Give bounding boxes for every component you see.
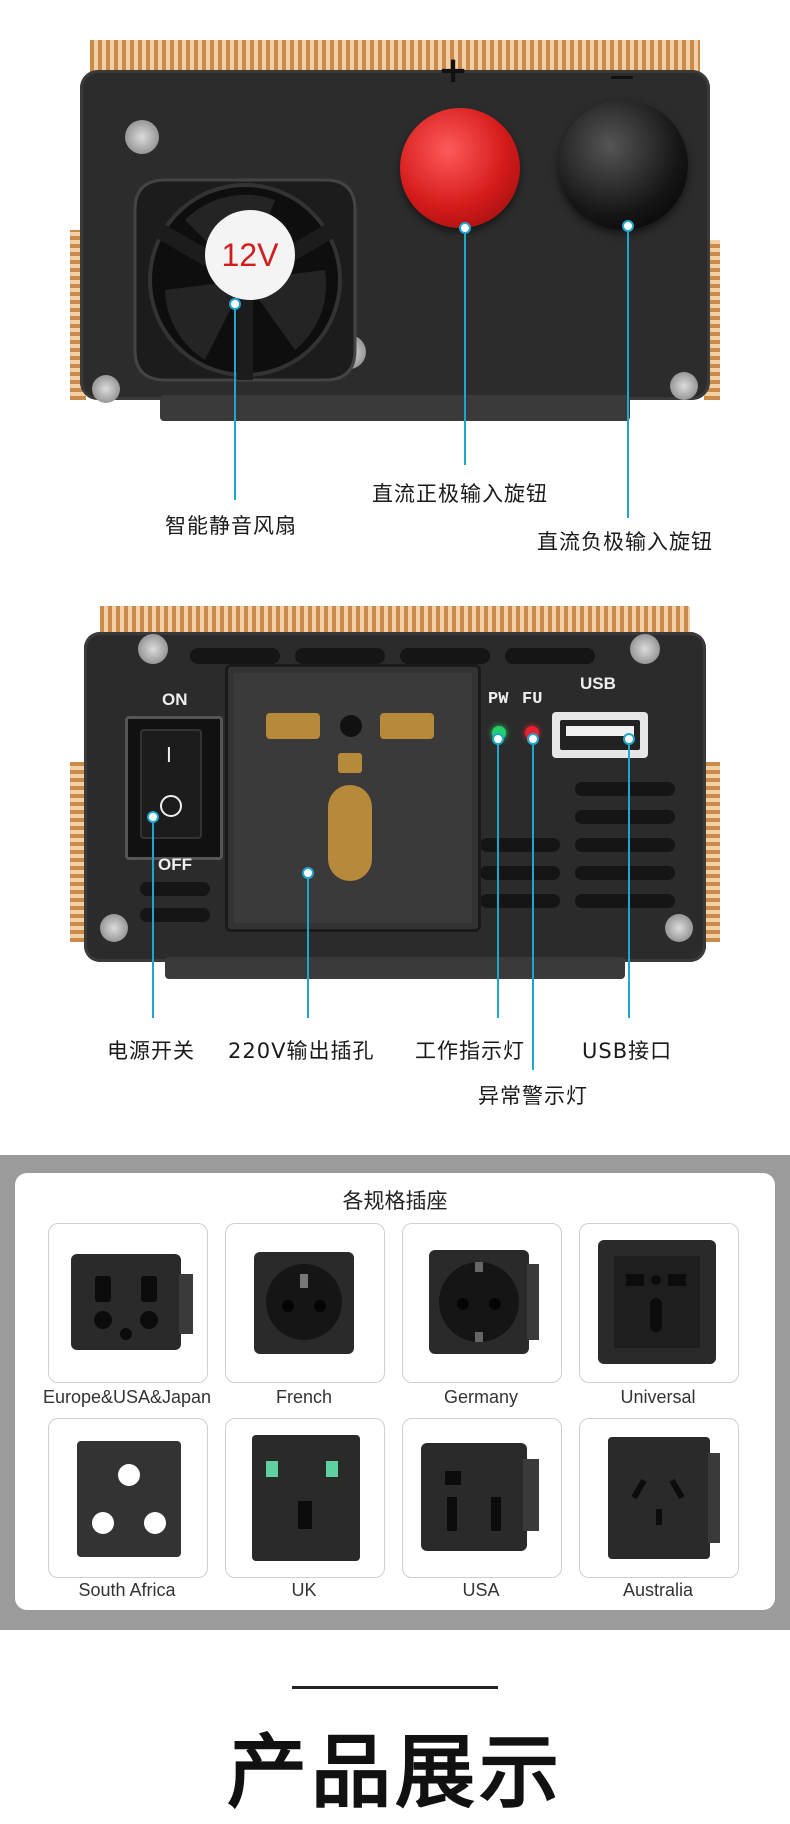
vent-slot (140, 908, 210, 922)
vent-slot (480, 894, 560, 908)
rocker: I (140, 729, 202, 839)
vent-slot (505, 648, 595, 664)
vent-slot (575, 894, 675, 908)
socket-caption-uk: UK (291, 1580, 317, 1600)
outlet-ground-top (338, 753, 362, 773)
label-negative-knob: 直流负极输入旋钮 (537, 530, 713, 554)
mount-bracket (165, 957, 625, 979)
switch-off-label: OFF (158, 855, 192, 874)
switch-on-label: ON (162, 690, 188, 709)
leader-dot-pw (492, 733, 504, 745)
leader-line-pw (497, 740, 499, 1018)
socket-tile-europe-usa-japan (48, 1223, 208, 1383)
outlet-slot-left (266, 713, 320, 739)
label-usb-port: USB接口 (582, 1039, 673, 1063)
socket-caption-south-africa: South Africa (78, 1580, 176, 1600)
footer-divider (292, 1686, 498, 1689)
socket-caption-usa: USA (462, 1580, 500, 1600)
leader-dot-fu (527, 733, 539, 745)
socket-caption-europe-usa-japan: Europe&USA&Japan (42, 1387, 212, 1407)
label-positive-knob: 直流正极输入旋钮 (372, 482, 548, 506)
leader-line-positive (464, 230, 466, 465)
socket-tile-south-africa (48, 1418, 208, 1578)
fu-label: FU (522, 690, 543, 709)
screw-icon (670, 372, 698, 400)
leader-line-switch (152, 818, 154, 1018)
vent-slot (575, 810, 675, 824)
leader-dot-usb (623, 733, 635, 745)
usb-label: USB (580, 674, 616, 693)
pw-label: PW (488, 690, 509, 709)
vent-slot (575, 782, 675, 796)
label-power-switch: 电源开关 (107, 1039, 195, 1063)
negative-terminal-knob (558, 100, 688, 230)
sockets-card: 各规格插座 (15, 1173, 775, 1610)
positive-terminal-knob (400, 108, 520, 228)
minus-sign: — (610, 62, 634, 90)
fan-voltage-text: 12V (221, 236, 279, 273)
socket-tile-germany (402, 1223, 562, 1383)
socket-tile-uk (225, 1418, 385, 1578)
leader-line-fu (532, 740, 534, 1070)
fan-voltage-badge: 12V (205, 210, 295, 300)
outlet-ground-slot (328, 785, 372, 881)
inverter-back-view: 12V + — (70, 40, 720, 440)
socket-caption-australia: Australia (622, 1580, 694, 1600)
vent-slot (480, 866, 560, 880)
leader-line-negative (627, 228, 629, 518)
vent-slot (575, 838, 675, 852)
usb-port-tongue (566, 726, 634, 736)
plus-sign: + (438, 50, 469, 91)
leader-line-fan (234, 305, 236, 500)
screw-icon (665, 914, 693, 942)
socket-tile-australia (579, 1418, 739, 1578)
label-outlet: 220V输出插孔 (228, 1039, 375, 1063)
socket-tile-universal (579, 1223, 739, 1383)
vent-slot (295, 648, 385, 664)
socket-caption-germany: Germany (443, 1387, 519, 1407)
socket-caption-universal: Universal (620, 1387, 696, 1407)
ac-outlet[interactable] (225, 664, 481, 932)
sockets-title: 各规格插座 (342, 1189, 448, 1213)
socket-caption-french: French (275, 1387, 333, 1407)
vent-slot (400, 648, 490, 664)
screw-icon (138, 634, 168, 664)
leader-dot-positive (459, 222, 471, 234)
leader-line-usb (628, 740, 630, 1018)
socket-tile-french (225, 1223, 385, 1383)
leader-dot-switch (147, 811, 159, 823)
mount-bracket (160, 395, 630, 421)
screw-icon (92, 375, 120, 403)
power-switch[interactable]: I (125, 716, 223, 860)
leader-line-outlet (307, 874, 309, 1018)
vent-slot (480, 838, 560, 852)
inverter-front-view: ON I OFF PW FU USB (70, 606, 720, 992)
outlet-slot-right (380, 713, 434, 739)
vent-slot (190, 648, 280, 664)
socket-tile-usa (402, 1418, 562, 1578)
footer-title: 产品展示 (227, 1726, 563, 1819)
leader-dot-fan (229, 298, 241, 310)
heatsink-side-left (70, 762, 86, 942)
outlet-hole-center (340, 715, 362, 737)
leader-dot-outlet (302, 867, 314, 879)
screw-icon (630, 634, 660, 664)
leader-dot-negative (622, 220, 634, 232)
screw-icon (125, 120, 159, 154)
label-fault-indicator: 异常警示灯 (478, 1084, 588, 1108)
label-work-indicator: 工作指示灯 (415, 1039, 525, 1063)
vent-slot (140, 882, 210, 896)
switch-o-mark (160, 795, 182, 817)
screw-icon (100, 914, 128, 942)
heatsink-side-right (704, 762, 720, 942)
switch-i-mark: I (166, 743, 172, 767)
label-fan: 智能静音风扇 (165, 514, 297, 538)
vent-slot (575, 866, 675, 880)
